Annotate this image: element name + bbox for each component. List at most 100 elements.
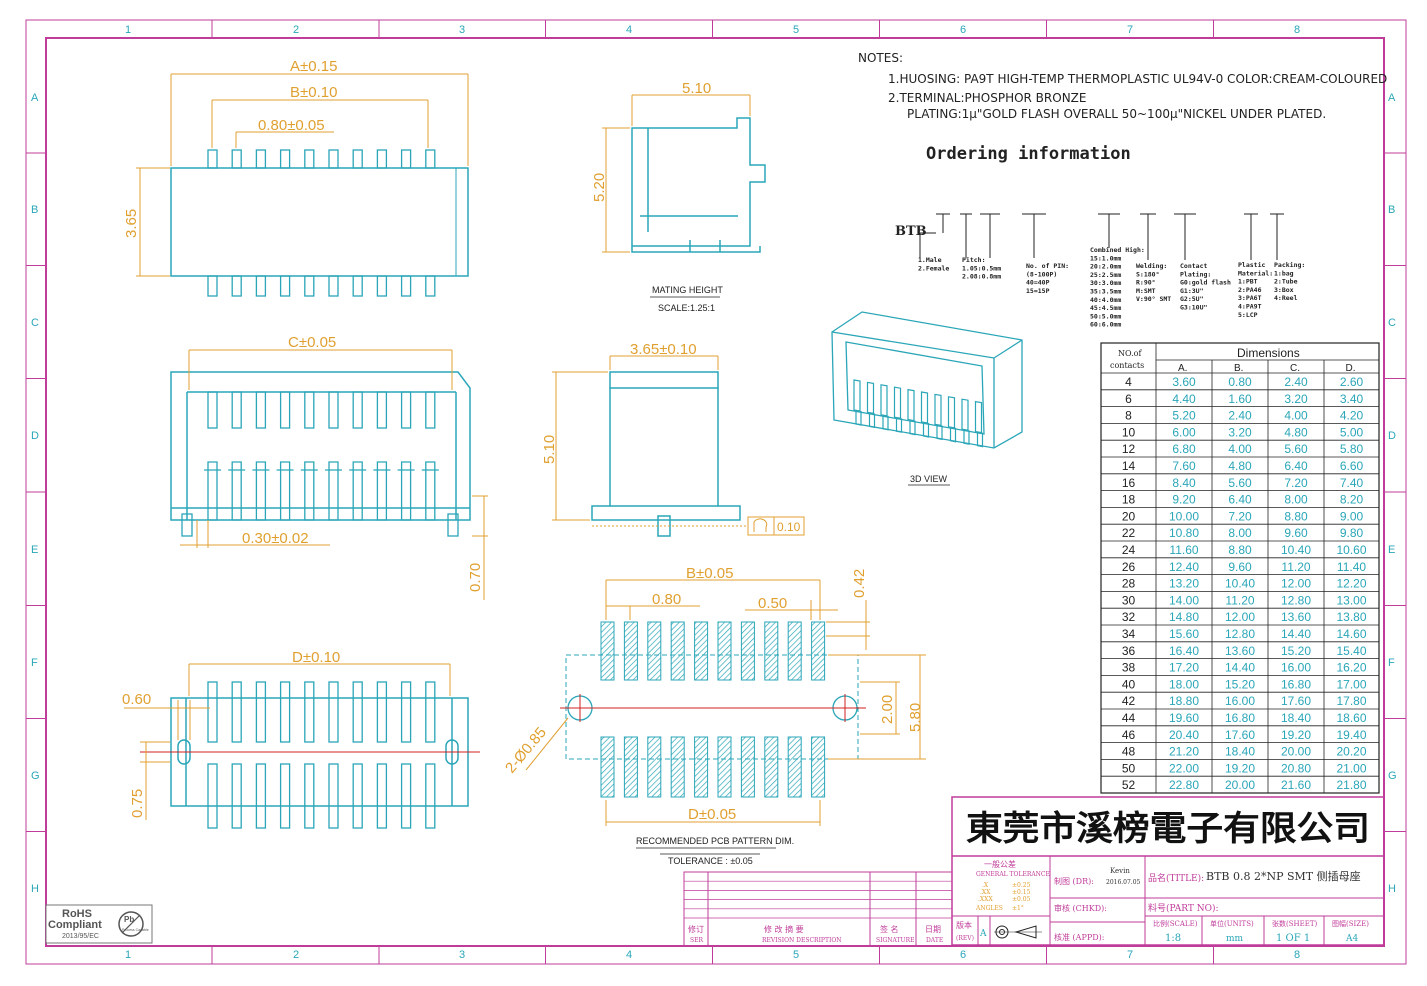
table-header-cell: C. <box>1290 363 1300 374</box>
table-cell: 5.00 <box>1340 425 1364 439</box>
table-cell: 34 <box>1122 627 1136 641</box>
rev-col-header: 修订 <box>688 924 704 934</box>
iso-pin <box>907 388 915 422</box>
table-cell: 6.40 <box>1228 493 1252 507</box>
ordering-option: 15=15P <box>1026 287 1050 295</box>
iso-pin-leg <box>936 424 943 441</box>
frame-col-top: 2 <box>293 24 299 36</box>
dim-hole-pcb: 2-Ø0.85 <box>502 724 550 776</box>
ordering-option: M:SMT <box>1136 287 1156 295</box>
pin-bottom <box>352 275 363 297</box>
contact-lower <box>279 461 291 521</box>
table-cell: 16.40 <box>1169 644 1199 658</box>
tol-xx: .XX <box>980 889 991 896</box>
table-header-cell: A. <box>1178 363 1187 374</box>
table-cell: 18.80 <box>1169 694 1199 708</box>
ordering-option: Pitch: <box>962 256 985 264</box>
tol-angles: ANGLES <box>975 905 1003 912</box>
table-cell: 20.00 <box>1281 745 1311 759</box>
pin-lower <box>425 763 436 829</box>
contact-lower <box>255 461 267 521</box>
table-cell: 22 <box>1122 526 1136 540</box>
contact-lower <box>328 461 339 521</box>
table-cell: 17.00 <box>1336 677 1366 691</box>
table-cell: 16.00 <box>1225 694 1255 708</box>
table-cell: 4.00 <box>1228 442 1252 456</box>
table-cell: 11.20 <box>1225 593 1254 607</box>
table-cell: 6.00 <box>1172 425 1196 439</box>
table-cell: 9.60 <box>1284 526 1308 540</box>
rohs-line2: Compliant <box>48 919 102 931</box>
tol-xxx-value: ±0.05 <box>1012 896 1031 903</box>
table-cell: 4.80 <box>1228 459 1252 473</box>
table-cell: 21.20 <box>1169 745 1199 759</box>
dim-080-pcb: 0.80 <box>652 591 681 608</box>
pin-bottom <box>279 275 291 297</box>
table-cell: 21.00 <box>1336 761 1366 775</box>
bottom-view-labels: D±0.10 0.60 0.75 <box>122 649 340 818</box>
frame-row-left: G <box>31 770 40 782</box>
contact-upper <box>352 391 363 429</box>
title-block-labels: 一般公差 GENERAL TOLERANCE .X ±0.25 .XX ±0.1… <box>688 859 1369 944</box>
ordering-option: G0:gold flash <box>1180 279 1231 287</box>
sheet-value: 1 OF 1 <box>1276 933 1310 944</box>
pin-top <box>231 149 242 169</box>
table-cell: 5.60 <box>1284 442 1308 456</box>
notes-block: NOTES: 1.HUOSING: PA9T HIGH-TEMP THERMOP… <box>858 51 1387 121</box>
iso-pin-leg <box>976 431 984 448</box>
pin-top <box>304 149 315 169</box>
table-cell: 13.00 <box>1336 593 1366 607</box>
ordering-option: S:180° <box>1136 270 1160 278</box>
units-label: 单位(UNITS) <box>1210 919 1254 928</box>
table-cell: 16.20 <box>1336 661 1366 675</box>
bottom-view-pins <box>207 681 436 829</box>
contact-upper <box>207 391 218 429</box>
bottom-view-dims <box>124 663 451 820</box>
pcb-pad-top <box>600 621 615 681</box>
ordering-option: 40=40P <box>1026 279 1050 287</box>
rev-label-en: (REV) <box>956 935 974 942</box>
frame-col-bottom: 6 <box>960 949 966 961</box>
ordering-option: Contact <box>1180 262 1207 270</box>
frame-col-top: 4 <box>626 24 632 36</box>
frame-row-right: H <box>1388 883 1396 895</box>
dim-a: A±0.15 <box>290 58 337 75</box>
pcb-pad-top <box>647 621 662 681</box>
dim-d-pcb: D±0.05 <box>688 806 736 823</box>
table-cell: 9.00 <box>1340 509 1364 523</box>
pcb-pad-bottom <box>740 736 755 798</box>
table-cell: 10.00 <box>1169 509 1199 523</box>
sheet-label: 张数(SHEET) <box>1272 919 1318 928</box>
table-cell: 8.80 <box>1284 509 1308 523</box>
frame-row-right: G <box>1388 770 1397 782</box>
frame-row-right: C <box>1388 317 1396 329</box>
table-cell: 5.80 <box>1340 442 1364 456</box>
table-cell: 12 <box>1122 442 1136 456</box>
pcb-pad-bottom <box>787 736 802 798</box>
peg-left <box>181 513 193 537</box>
contact-lower <box>304 461 315 521</box>
end-view-dims <box>552 355 805 536</box>
rohs-line3: 2013/95/EC <box>62 933 99 940</box>
iso-view <box>831 311 1023 449</box>
ordering-option: G2:5U" <box>1180 295 1204 303</box>
contact-upper <box>279 391 291 429</box>
table-cell: 7.20 <box>1228 509 1252 523</box>
contact-upper <box>328 391 339 429</box>
iso-pin <box>853 379 861 412</box>
note-terminal: 2.TERMINAL:PHOSPHOR BRONZE <box>888 91 1086 105</box>
table-cell: 44 <box>1122 711 1136 725</box>
table-cell: 6.40 <box>1284 459 1308 473</box>
contact-upper <box>231 391 242 429</box>
pcb-pad-bottom <box>670 736 685 798</box>
pin-top <box>207 149 218 169</box>
pcb-pad-top <box>694 621 709 681</box>
contact-lower <box>425 461 436 521</box>
pin-top <box>352 149 363 169</box>
pcb-pad-bottom <box>694 736 709 798</box>
table-cell: 12.00 <box>1281 577 1311 591</box>
table-cell: 0.80 <box>1228 375 1252 389</box>
iso-pin-leg <box>963 429 970 445</box>
